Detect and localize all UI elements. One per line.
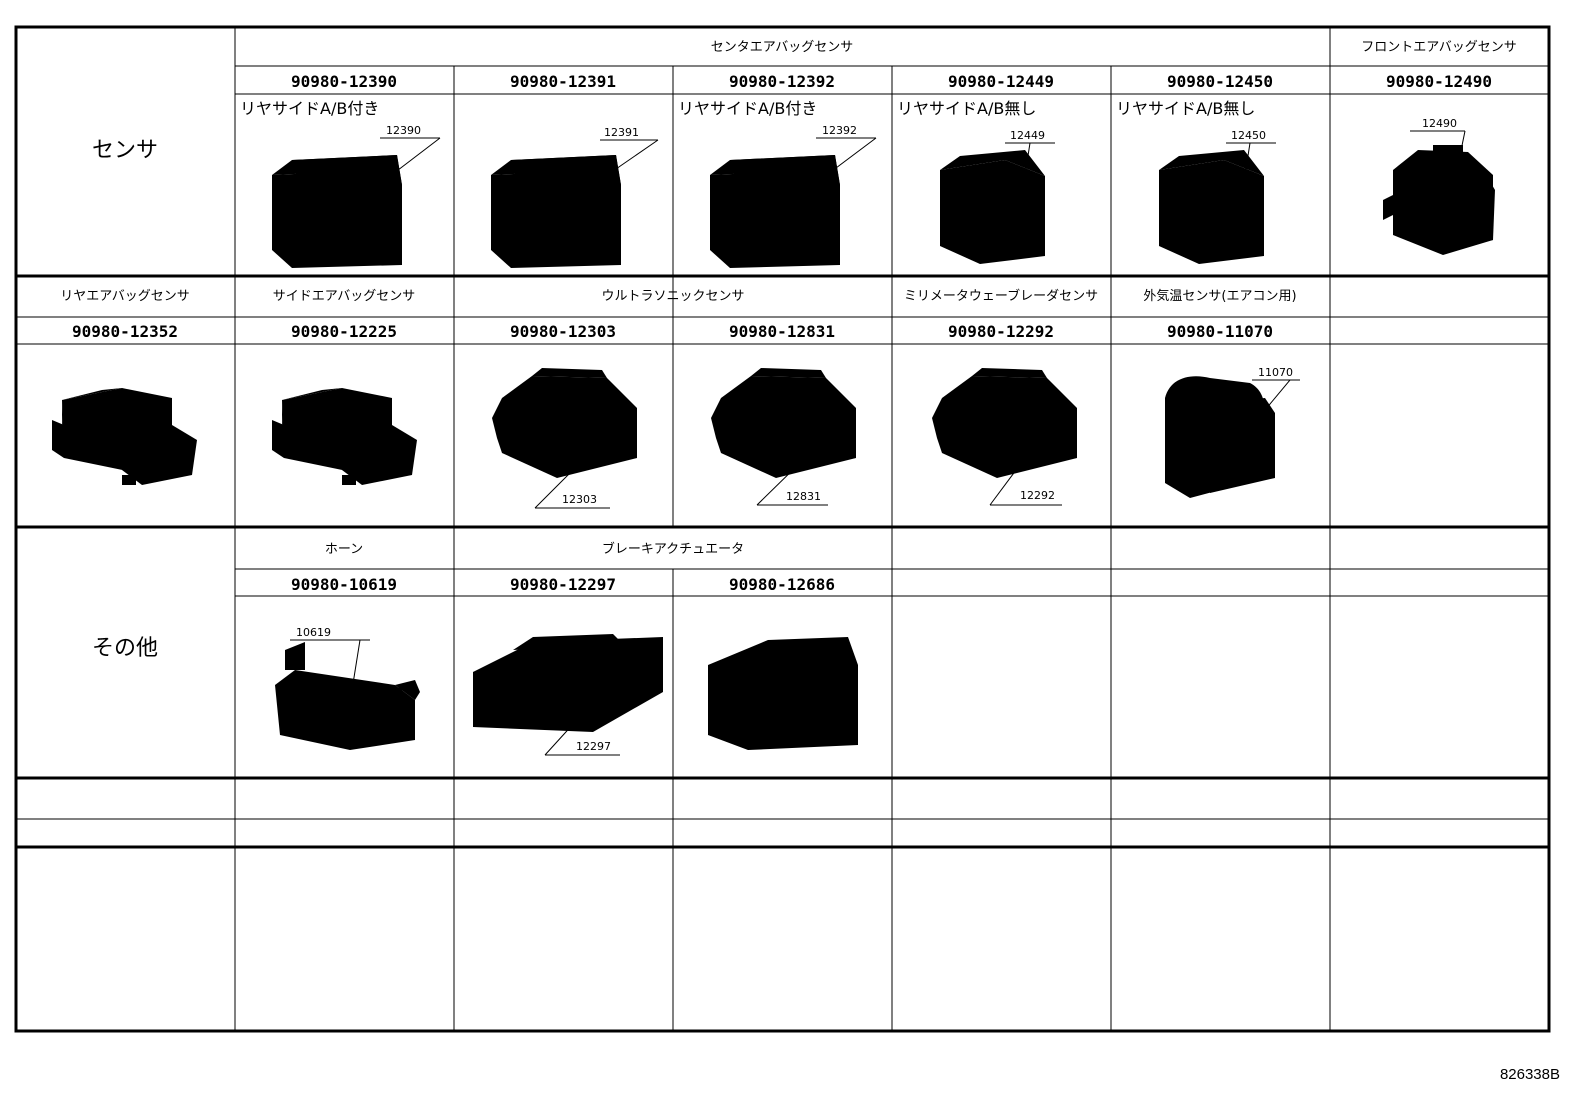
callout-label: 12297 bbox=[576, 740, 611, 753]
callout-label: 12392 bbox=[822, 124, 857, 137]
callout-label: 12831 bbox=[786, 490, 821, 503]
connector-drawing-12392 bbox=[710, 155, 840, 268]
part-note: リヤサイドA/B付き bbox=[678, 99, 817, 118]
connector-drawing-12831 bbox=[711, 368, 856, 478]
group-label-center-airbag: センタエアバッグセンサ bbox=[711, 40, 853, 55]
connector-drawing-12490 bbox=[1383, 145, 1495, 255]
group-label-millimeter-wave: ミリメータウェーブレーダセンサ bbox=[904, 288, 1098, 304]
connector-drawing-12292 bbox=[932, 368, 1077, 478]
callout-label: 12390 bbox=[386, 124, 421, 137]
part-number: 90980-12831 bbox=[729, 322, 835, 341]
part-note: リヤサイドA/B無し bbox=[897, 99, 1036, 118]
part-number: 90980-12391 bbox=[510, 72, 616, 91]
part-number: 90980-12449 bbox=[948, 72, 1054, 91]
group-label-ultrasonic: ウルトラソニックセンサ bbox=[601, 289, 744, 304]
callout-label: 12490 bbox=[1422, 117, 1457, 130]
group-label-front-airbag: フロントエアバッグセンサ bbox=[1361, 40, 1516, 55]
part-number: 90980-12352 bbox=[72, 322, 178, 341]
part-number: 90980-11070 bbox=[1167, 322, 1273, 341]
connector-drawing-12686 bbox=[708, 637, 858, 750]
connector-drawing-12303 bbox=[492, 368, 637, 478]
part-number: 90980-12303 bbox=[510, 322, 616, 341]
callout-label: 11070 bbox=[1258, 366, 1293, 379]
part-number: 90980-10619 bbox=[291, 575, 397, 594]
callout-label: 12292 bbox=[1020, 489, 1055, 502]
connector-drawing-12225 bbox=[272, 388, 417, 485]
connector-drawing-12450 bbox=[1159, 150, 1264, 264]
group-label-horn: ホーン bbox=[325, 542, 363, 557]
connector-drawing-12391 bbox=[491, 155, 621, 268]
connector-drawing-12297 bbox=[473, 634, 663, 732]
part-number: 90980-12392 bbox=[729, 72, 835, 91]
callout-label: 12391 bbox=[604, 126, 639, 139]
group-label-rear-airbag: リヤエアバッグセンサ bbox=[60, 289, 189, 304]
part-number: 90980-12292 bbox=[948, 322, 1054, 341]
table-frame bbox=[14, 25, 1551, 1033]
group-label-side-airbag: サイドエアバッグセンサ bbox=[273, 289, 415, 304]
part-note: リヤサイドA/B無し bbox=[1116, 99, 1255, 118]
part-number: 90980-12490 bbox=[1386, 72, 1492, 91]
section-label-sensor: センサ bbox=[92, 138, 158, 163]
group-label-outside-temp: 外気温センサ(エアコン用) bbox=[1143, 288, 1296, 304]
connector-drawing-11070 bbox=[1165, 376, 1275, 498]
callout-label: 10619 bbox=[296, 626, 331, 639]
part-number: 90980-12686 bbox=[729, 575, 835, 594]
part-number: 90980-12297 bbox=[510, 575, 616, 594]
section-label-other: その他 bbox=[92, 636, 158, 661]
callout-label: 12303 bbox=[562, 493, 597, 506]
callout-label: 12449 bbox=[1010, 129, 1045, 142]
drawing-code: 826338B bbox=[1499, 1066, 1560, 1083]
group-label-brake-actuator: ブレーキアクチュエータ bbox=[602, 541, 744, 557]
connector-drawing-12449 bbox=[940, 150, 1045, 264]
connector-drawing-12390 bbox=[272, 155, 402, 268]
part-number: 90980-12450 bbox=[1167, 72, 1273, 91]
connector-drawing-10619 bbox=[275, 642, 420, 750]
callout-label: 12450 bbox=[1231, 129, 1266, 142]
part-note: リヤサイドA/B付き bbox=[240, 99, 379, 118]
part-number: 90980-12225 bbox=[291, 322, 397, 341]
connector-drawing-12352 bbox=[52, 388, 197, 485]
part-number: 90980-12390 bbox=[291, 72, 397, 91]
